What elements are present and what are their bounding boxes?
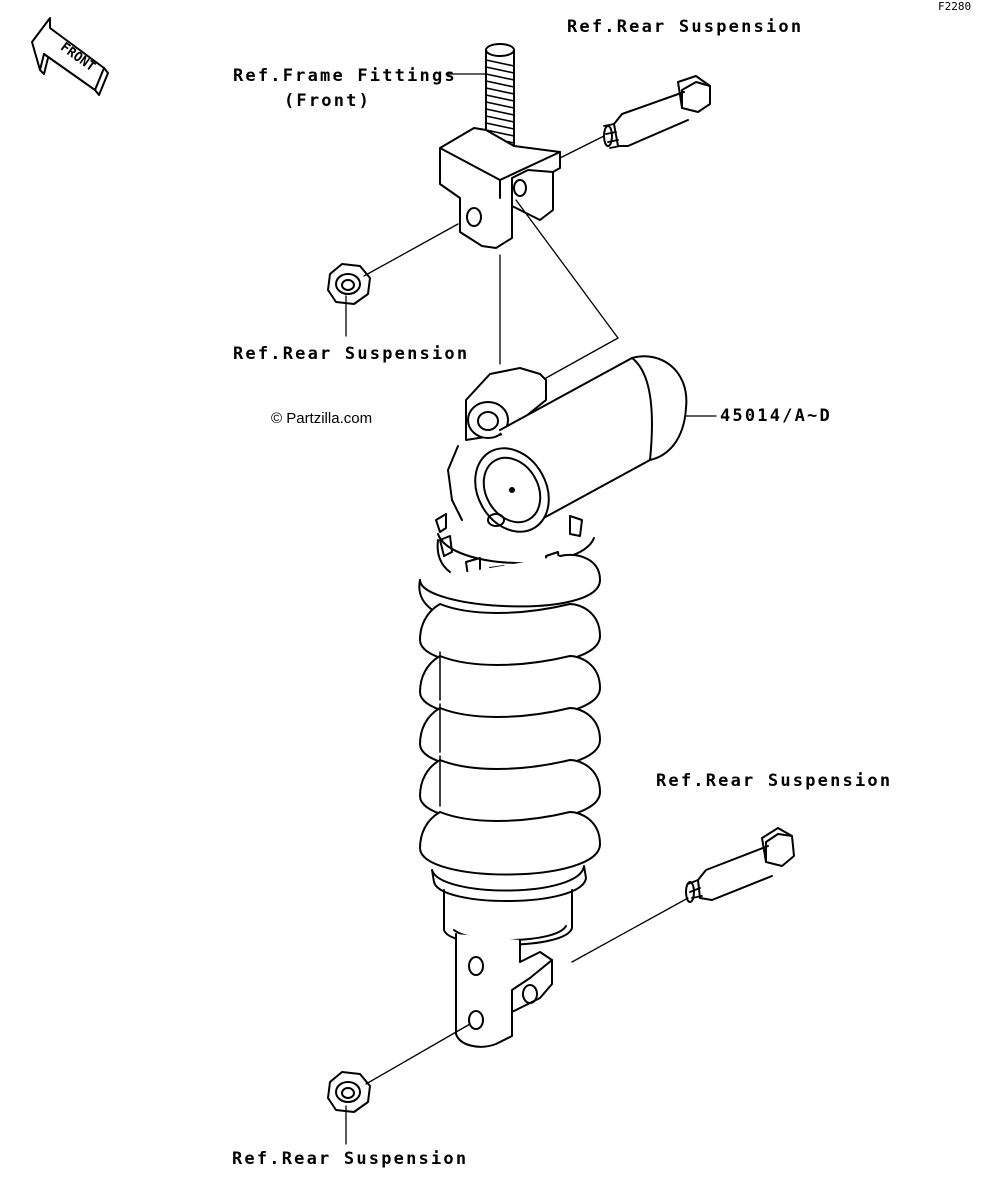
front-arrow-icon: FRONT: [31, 17, 109, 96]
label-part-number: 45014/A~D: [720, 406, 832, 426]
label-rear-suspension-bottom: Ref.Rear Suspension: [232, 1149, 469, 1169]
shock-absorber-body: [418, 355, 688, 1048]
label-rear-suspension-mid-left: Ref.Rear Suspension: [233, 344, 470, 364]
copyright-text: © Partzilla.com: [271, 410, 373, 427]
figure-code: F2280: [938, 0, 972, 13]
label-rear-suspension-lower-right: Ref.Rear Suspension: [656, 771, 893, 791]
label-rear-suspension-top: Ref.Rear Suspension: [567, 17, 804, 37]
top-nut: [327, 263, 371, 305]
lower-bolt: [685, 827, 795, 903]
label-frame-fittings: Ref.Frame Fittings: [233, 66, 457, 86]
upper-clevis-bracket: [439, 127, 561, 249]
upper-threaded-stud: [485, 43, 515, 149]
lower-nut: [327, 1071, 371, 1113]
label-frame-fittings-front: (Front): [284, 91, 372, 111]
top-bolt: [603, 75, 711, 149]
leader-lines: [345, 73, 717, 1145]
